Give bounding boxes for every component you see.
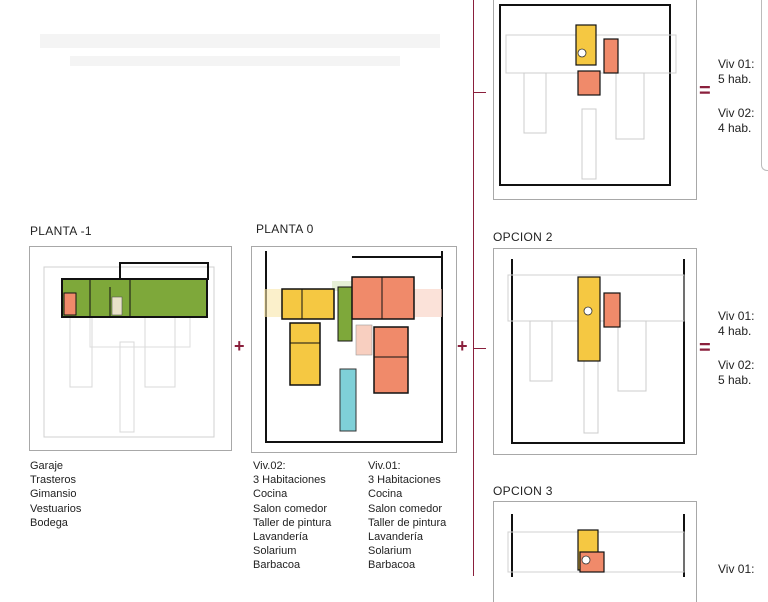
opcion2-viv02-label: Viv 02: — [718, 358, 755, 372]
list-item: Viv.01: — [368, 460, 401, 472]
planta-menos1-panel — [29, 246, 232, 451]
opcion2-viv01-rooms: 4 hab. — [718, 324, 752, 338]
faded-header-line — [40, 34, 440, 48]
list-item: Barbacoa — [253, 559, 301, 572]
list-item: Gimansio — [30, 488, 77, 501]
list-item: Garaje — [30, 460, 64, 472]
list-item: Lavandería — [253, 531, 309, 544]
planta-menos1-plan — [43, 262, 215, 438]
list-item: Lavandería — [368, 531, 424, 544]
opcion3-viv01-label: Viv 01: — [718, 562, 755, 576]
equals-operator: = — [699, 80, 711, 102]
opcion1-viv02-rooms: 4 hab. — [718, 121, 752, 135]
list-item: Taller de pintura — [368, 516, 447, 529]
list-item: Viv.02: — [253, 460, 286, 472]
list-item: Salon comedor — [368, 502, 442, 515]
planta-0-viv02-list: Viv.02: 3 Habitaciones Cocina Salon come… — [253, 459, 331, 573]
planta-0-panel — [251, 246, 457, 453]
opcion3-plan — [507, 514, 685, 577]
list-item: 3 Habitaciones — [368, 474, 441, 487]
list-item: Trasteros — [30, 474, 77, 487]
connector-tick — [474, 92, 486, 93]
opcion3-title: OPCION 3 — [493, 484, 553, 498]
opcion1-plan — [499, 4, 677, 186]
planta-0-plan — [264, 251, 443, 443]
opcion1-viv01-label: Viv 01: — [718, 57, 755, 71]
opcion2-title: OPCION 2 — [493, 230, 553, 244]
list-item: Barbacoa — [368, 559, 416, 572]
plus-operator: + — [457, 336, 468, 356]
opcion2-plan — [507, 259, 685, 444]
list-item: Salon comedor — [253, 502, 327, 515]
list-item: Cocina — [253, 488, 288, 501]
opcion1-viv01-rooms: 5 hab. — [718, 72, 752, 86]
opcion2-viv01-label: Viv 01: — [718, 309, 755, 323]
vertical-divider — [473, 0, 474, 576]
planta-0-title: PLANTA 0 — [256, 222, 314, 236]
list-item: 3 Habitaciones — [253, 474, 326, 487]
list-item: Bodega — [30, 516, 68, 529]
opcion1-viv02-label: Viv 02: — [718, 106, 755, 120]
plus-operator: + — [234, 336, 245, 356]
faded-header-line — [70, 56, 400, 66]
opcion1-panel — [493, 0, 697, 200]
opcion3-panel — [493, 501, 697, 602]
list-item: Taller de pintura — [253, 516, 332, 529]
scrollbar-edge[interactable] — [761, 0, 768, 171]
opcion2-viv02-rooms: 5 hab. — [718, 373, 752, 387]
planta-menos1-list: Garaje Trasteros Gimansio Vestuarios Bod… — [30, 459, 81, 530]
planta-0-viv01-list: Viv.01: 3 Habitaciones Cocina Salon come… — [368, 459, 446, 573]
connector-tick — [474, 348, 486, 349]
equals-operator: = — [699, 337, 711, 359]
list-item: Solarium — [253, 545, 297, 558]
planta-menos1-title: PLANTA -1 — [30, 224, 92, 238]
list-item: Vestuarios — [30, 502, 82, 515]
list-item: Solarium — [368, 545, 412, 558]
opcion2-panel — [493, 248, 697, 455]
list-item: Cocina — [368, 488, 403, 501]
